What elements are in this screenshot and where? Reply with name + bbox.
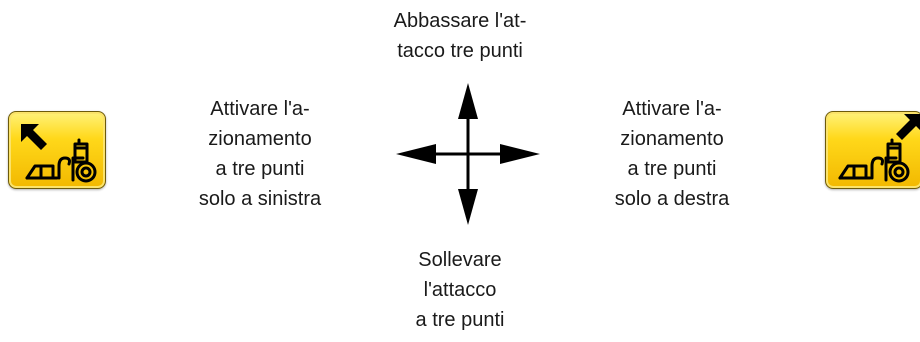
raise-hitch-label-line: Sollevare [418, 249, 502, 271]
right-only-label: Attivare l'a- zionamento a tre punti sol… [572, 94, 772, 214]
three-point-hitch-right-icon [838, 114, 920, 183]
lower-hitch-label-line: Abbassare l'at- [393, 10, 527, 32]
left-only-label-line: solo a sinistra [198, 188, 322, 210]
arrow-up-icon [458, 83, 478, 119]
lower-hitch-label: Abbassare l'at- tacco tre punti [360, 6, 560, 66]
arrow-right-icon [500, 144, 540, 164]
left-only-label-line: a tre punti [215, 158, 305, 180]
arrow-down-icon [458, 189, 478, 225]
lower-hitch-label-line: tacco tre punti [397, 40, 523, 62]
raise-hitch-label-line: l'attacco [423, 279, 497, 301]
right-only-label-line: zionamento [620, 128, 724, 150]
right-only-label-line: Attivare l'a- [622, 98, 722, 120]
left-only-label: Attivare l'a- zionamento a tre punti sol… [155, 94, 365, 214]
raise-hitch-label: Sollevare l'attacco a tre punti [360, 245, 560, 335]
raise-hitch-label-line: a tre punti [415, 309, 505, 331]
right-only-label-line: solo a destra [614, 188, 730, 210]
right-hitch-only-button[interactable] [825, 111, 920, 189]
left-hitch-only-button[interactable] [8, 111, 106, 189]
arrow-left-icon [396, 144, 436, 164]
right-only-label-line: a tre punti [627, 158, 717, 180]
left-only-label-line: Attivare l'a- [210, 98, 310, 120]
four-way-arrow-icon [396, 83, 540, 225]
three-point-hitch-left-icon [21, 124, 97, 183]
left-only-label-line: zionamento [208, 128, 312, 150]
